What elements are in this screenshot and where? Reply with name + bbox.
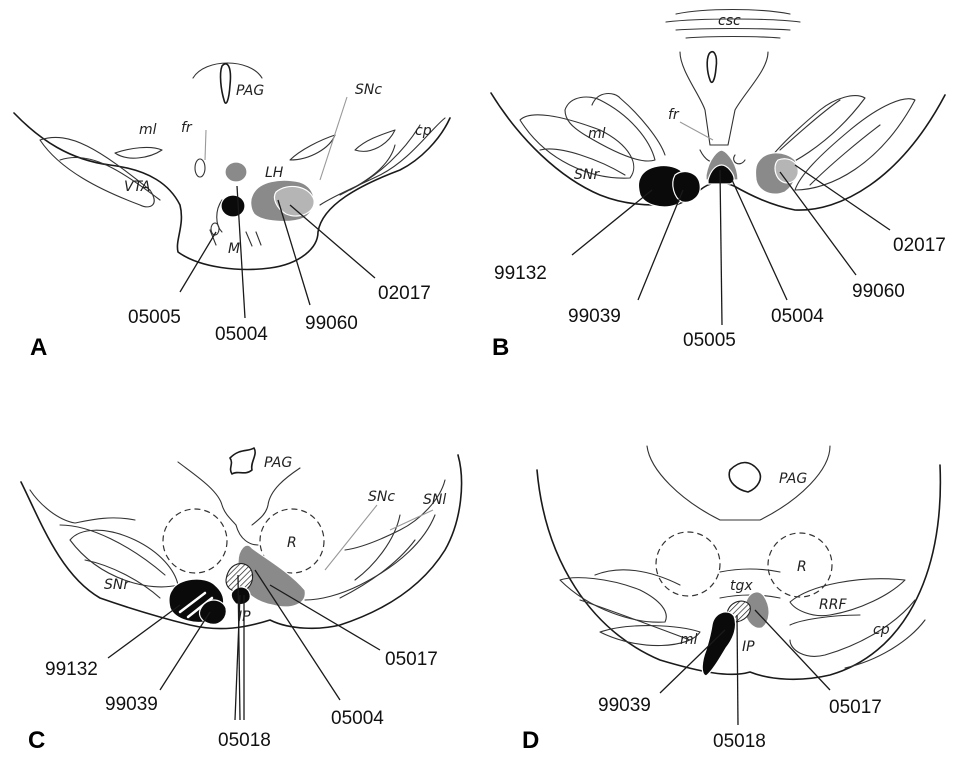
- panel-b-letter: B: [492, 334, 509, 361]
- case-d-05018: 05018: [713, 731, 766, 752]
- lesion-c-05018-black: [231, 587, 250, 605]
- case-b-02017: 02017: [893, 235, 946, 256]
- label-a-ml: ml: [139, 122, 157, 138]
- lesion-a-05004-upper: [225, 162, 247, 182]
- lesion-b-99039: [673, 172, 700, 203]
- label-c-ip: IP: [238, 609, 251, 625]
- label-b-snr: SNr: [574, 167, 600, 183]
- case-a-05004: 05004: [215, 324, 268, 345]
- case-b-99132: 99132: [494, 263, 547, 284]
- label-b-csc: csc: [718, 13, 741, 29]
- panel-a-letter: A: [30, 334, 47, 361]
- panel-d: PAG R tgx RRF cp ml IP 99039 05018 05017…: [522, 446, 940, 754]
- label-a-pag: PAG: [236, 83, 264, 99]
- case-b-05005: 05005: [683, 330, 736, 351]
- label-a-cp: cp: [415, 123, 432, 139]
- panel-c: PAG SNc SNl R SNr IP 99132 99039 05018 0…: [21, 448, 462, 754]
- lesion-a-05004: [221, 195, 245, 217]
- label-d-ip: IP: [742, 639, 755, 655]
- case-c-05017: 05017: [385, 649, 438, 670]
- panel-b-aqueduct-outline: [680, 52, 768, 145]
- case-b-05004: 05004: [771, 306, 824, 327]
- lesion-b-02017: [775, 159, 798, 183]
- case-b-99060: 99060: [852, 281, 905, 302]
- panel-c-letter: C: [28, 727, 45, 754]
- panel-a: PAG fr ml VTA LH SNc cp M 05005 05004 99…: [14, 63, 450, 361]
- case-b-99039: 99039: [568, 306, 621, 327]
- panel-b: csc fr ml SNr 99132 99039 05005 05004 99…: [491, 10, 946, 362]
- panel-d-letter: D: [522, 727, 539, 754]
- case-a-05005: 05005: [128, 307, 181, 328]
- case-c-99132: 99132: [45, 659, 98, 680]
- label-a-vta: VTA: [124, 179, 150, 195]
- label-d-cp: cp: [873, 622, 890, 638]
- case-a-99060: 99060: [305, 313, 358, 334]
- label-a-snc: SNc: [355, 82, 382, 98]
- label-d-tgx: tgx: [730, 578, 753, 594]
- case-d-05017: 05017: [829, 697, 882, 718]
- label-a-lh: LH: [265, 165, 284, 181]
- case-d-99039: 99039: [598, 695, 651, 716]
- case-c-05004: 05004: [331, 708, 384, 729]
- case-c-99039: 99039: [105, 694, 158, 715]
- label-c-snc: SNc: [368, 489, 395, 505]
- label-d-r: R: [797, 559, 807, 575]
- label-b-fr: fr: [668, 107, 680, 123]
- panel-c-pag: [230, 448, 255, 474]
- label-a-fr: fr: [181, 120, 193, 136]
- panel-d-pag: [729, 463, 760, 493]
- label-c-pag: PAG: [264, 455, 292, 471]
- label-c-snr: SNr: [104, 577, 130, 593]
- case-a-02017: 02017: [378, 283, 431, 304]
- label-a-m: M: [228, 241, 240, 257]
- label-c-r: R: [287, 535, 297, 551]
- label-b-ml: ml: [588, 126, 606, 142]
- label-d-pag: PAG: [779, 471, 807, 487]
- label-d-ml: ml: [680, 632, 698, 648]
- label-d-rrf: RRF: [819, 597, 847, 613]
- panel-d-section-outline: [537, 465, 940, 679]
- lesion-d-99039: [702, 612, 735, 676]
- lesion-c-99039: [199, 600, 226, 624]
- label-c-snl: SNl: [423, 492, 446, 508]
- case-c-05018: 05018: [218, 730, 271, 751]
